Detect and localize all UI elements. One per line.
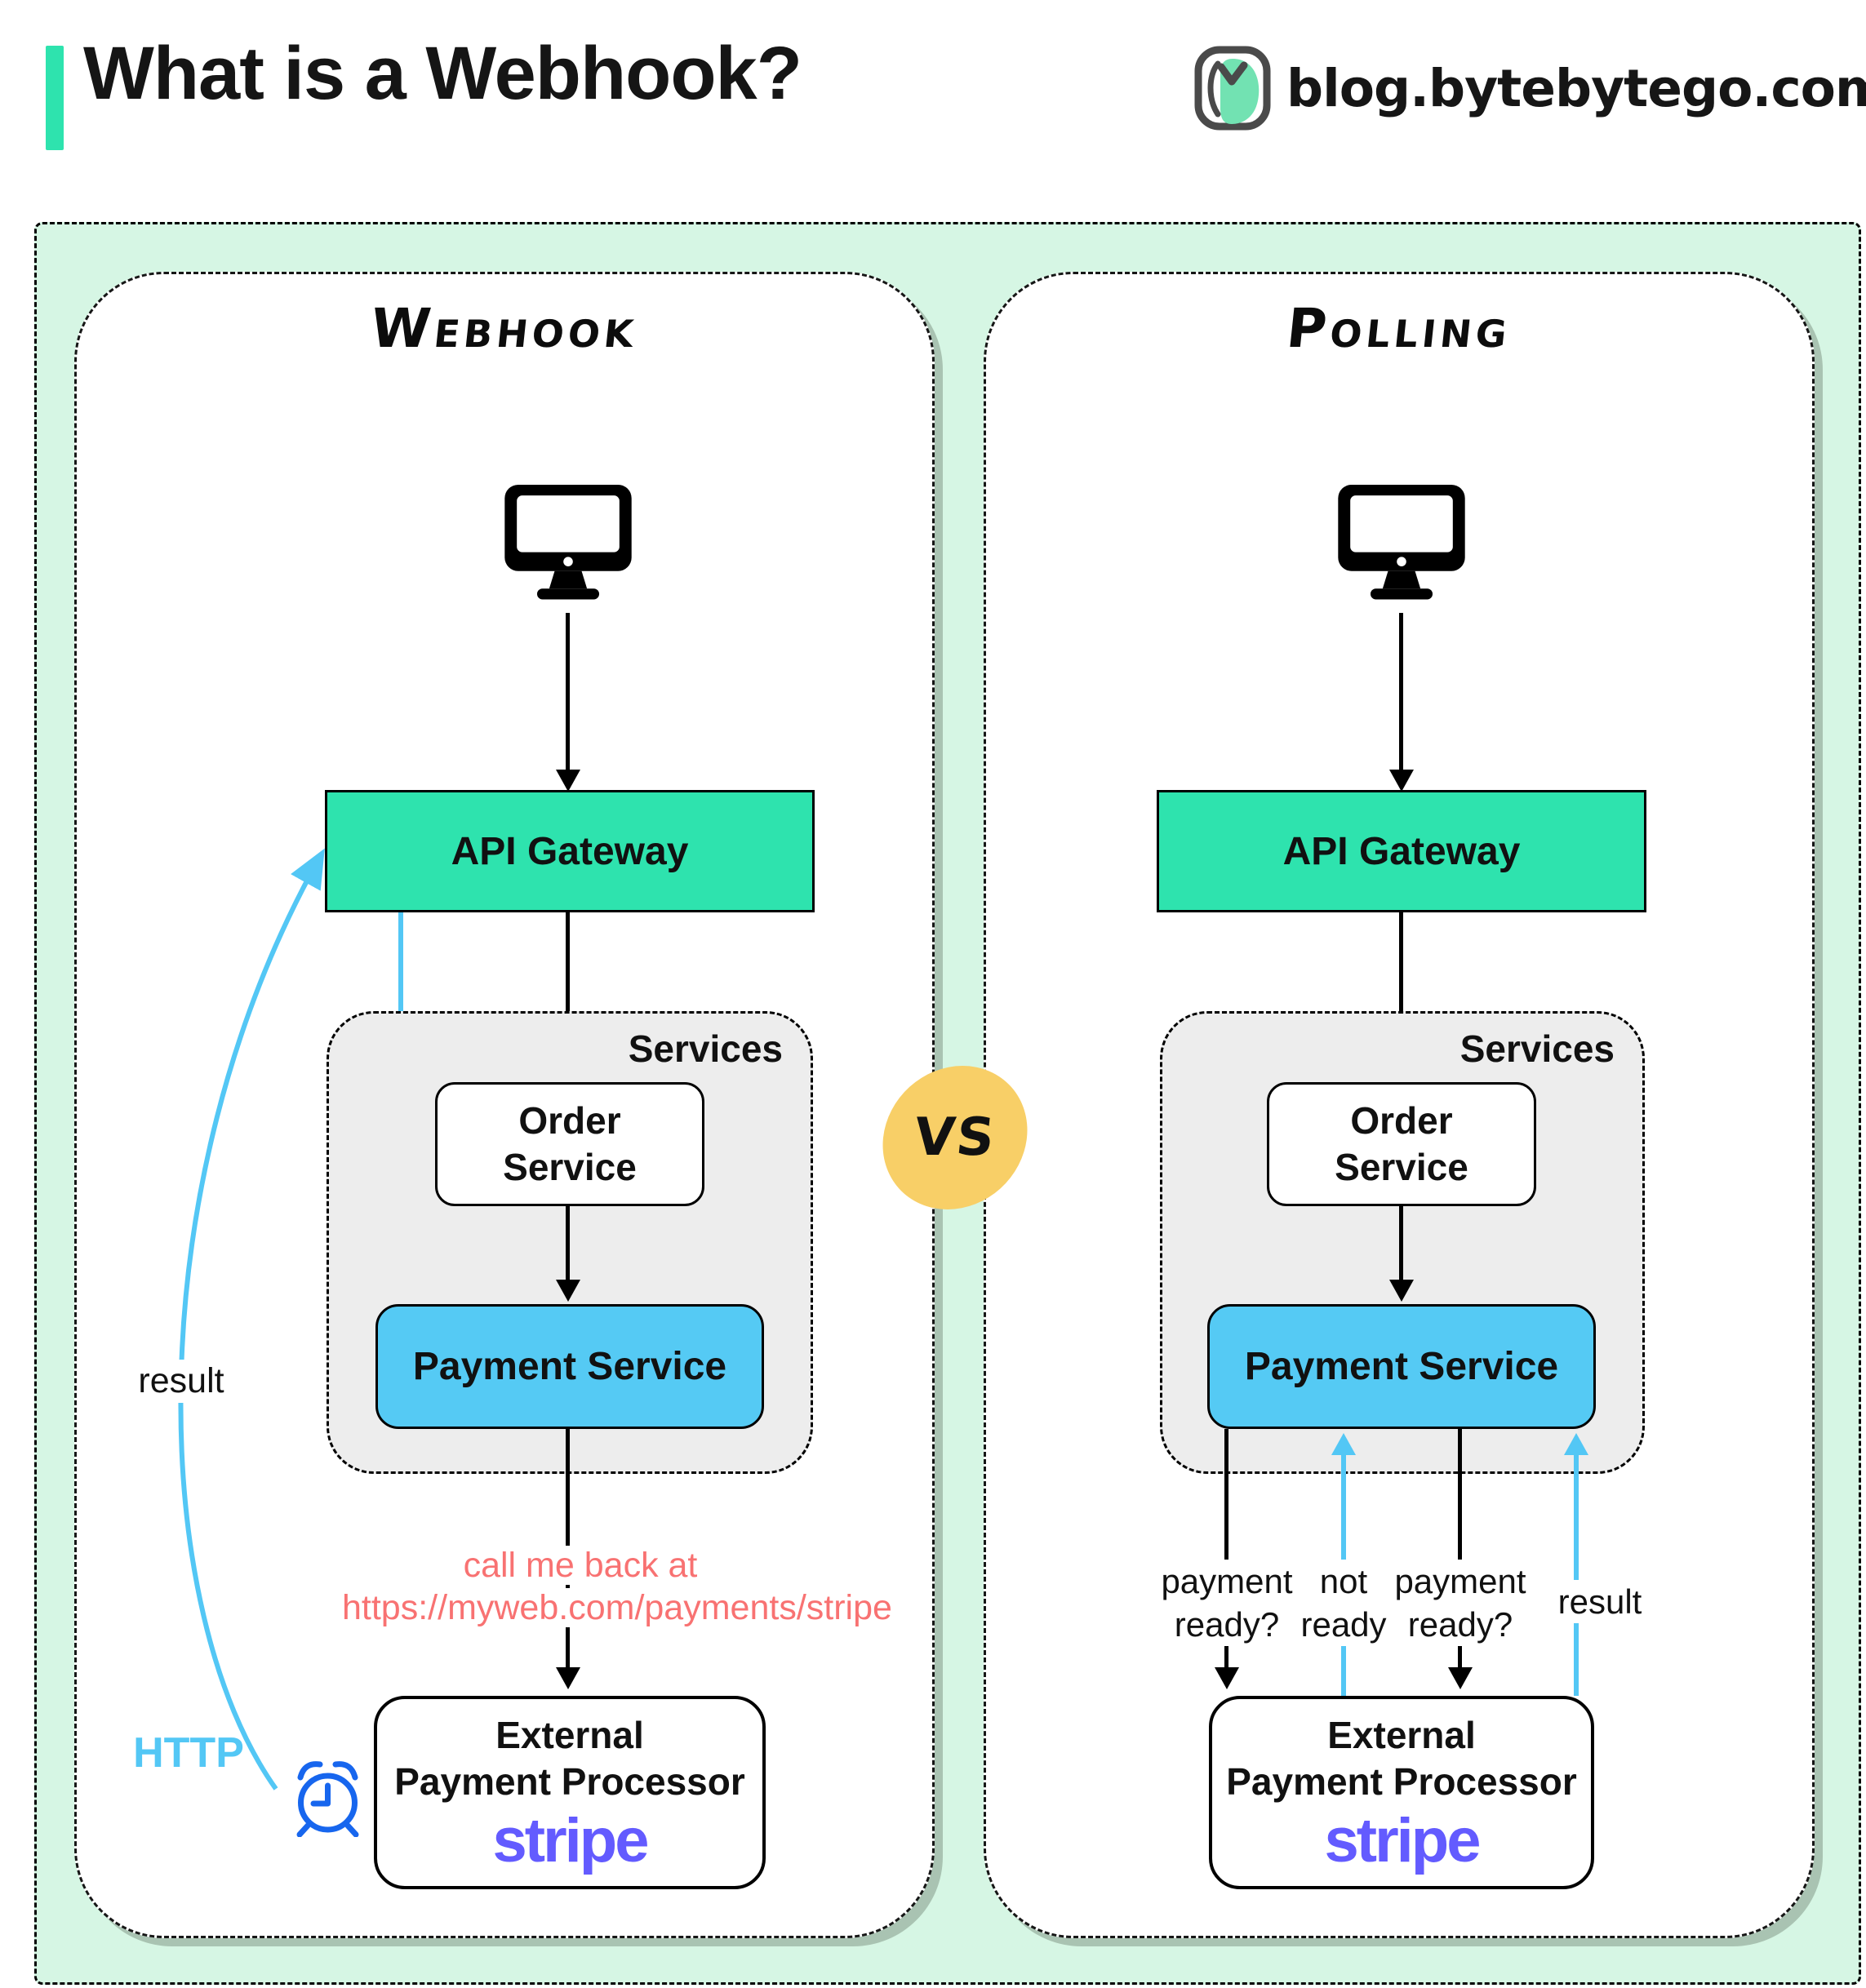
poll-request-line-2: [1458, 1429, 1462, 1667]
poll-request-line-1: [1224, 1429, 1228, 1667]
brand-text: blog.bytebytego.com: [1286, 58, 1866, 118]
arrowhead-down-icon: [1389, 1280, 1414, 1302]
order-service-box: Order Service: [1267, 1082, 1536, 1206]
arrowhead-down-icon: [556, 1280, 580, 1302]
gateway-to-order-line: [1399, 912, 1403, 1059]
services-group-label: Services: [1459, 1027, 1615, 1070]
arrowhead-up-blue-icon: [1564, 1433, 1588, 1455]
polling-panel: Polling API Gateway Services: [984, 272, 1815, 1938]
order-service-label-line2: Service: [503, 1146, 637, 1188]
payment-service-label: Payment Service: [1244, 1345, 1559, 1388]
poll-label-payment-ready-2: payment ready?: [1389, 1560, 1531, 1646]
order-service-box: Order Service: [435, 1082, 704, 1206]
callback-line1: call me back at: [456, 1546, 704, 1585]
poll-label-result: result: [1553, 1580, 1647, 1623]
external-label-line2: Payment Processor: [394, 1760, 745, 1803]
payment-service-label: Payment Service: [412, 1345, 727, 1388]
gateway-to-order-line: [566, 912, 570, 1059]
order-service-label-line1: Order: [1350, 1099, 1453, 1142]
external-label-line1: External: [495, 1714, 644, 1756]
client-monitor-icon: [504, 484, 632, 600]
arrowhead-down-icon: [1448, 1667, 1473, 1689]
callback-line2: https://myweb.com/payments/stripe: [335, 1588, 899, 1627]
bytebytego-logo-icon: [1194, 46, 1271, 131]
api-gateway-label: API Gateway: [451, 829, 689, 873]
payment-service-box: Payment Service: [375, 1304, 764, 1429]
arrowhead-down-icon: [1389, 770, 1414, 792]
brand: blog.bytebytego.com: [1193, 46, 1866, 131]
title-accent-bar: [46, 46, 64, 150]
api-gateway-box: API Gateway: [1157, 790, 1646, 912]
webhook-panel-title: Webhook: [367, 297, 642, 360]
poll-label-payment-ready-1: payment ready?: [1156, 1560, 1298, 1646]
poll-label-not-ready: not ready: [1295, 1560, 1392, 1646]
arrowhead-up-blue-icon: [1331, 1433, 1356, 1455]
result-label: result: [130, 1360, 233, 1403]
payment-service-box: Payment Service: [1207, 1304, 1596, 1429]
polling-panel-title: Polling: [1283, 297, 1515, 360]
services-group-label: Services: [628, 1027, 783, 1070]
external-processor-box: External Payment Processor stripe: [374, 1696, 766, 1889]
external-label-line1: External: [1327, 1714, 1476, 1756]
api-gateway-label: API Gateway: [1282, 829, 1521, 873]
webhook-panel: Webhook API Gateway S: [74, 272, 935, 1938]
order-service-label-line1: Order: [518, 1099, 621, 1142]
stripe-logo: stripe: [1324, 1806, 1482, 1875]
alarm-clock-icon: [296, 1761, 359, 1837]
order-to-payment-line: [566, 1206, 570, 1280]
arrowhead-down-icon: [1215, 1667, 1239, 1689]
page-title: What is a Webhook?: [83, 32, 802, 115]
order-service-label-line2: Service: [1335, 1146, 1468, 1188]
order-to-payment-line: [1399, 1206, 1403, 1280]
poll-response-line-2: [1574, 1455, 1579, 1696]
api-gateway-box: API Gateway: [325, 790, 815, 912]
callback-annotation: call me back at https://myweb.com/paymen…: [335, 1544, 899, 1629]
stripe-logo: stripe: [492, 1806, 650, 1875]
external-processor-box: External Payment Processor stripe: [1209, 1696, 1594, 1889]
client-to-gateway-line: [566, 613, 570, 770]
external-label-line2: Payment Processor: [1226, 1760, 1577, 1803]
client-monitor-icon: [1338, 484, 1465, 600]
client-to-gateway-line: [1399, 613, 1403, 770]
arrowhead-down-icon: [556, 770, 580, 792]
http-label: HTTP: [133, 1729, 244, 1777]
arrowhead-down-icon: [556, 1667, 580, 1689]
